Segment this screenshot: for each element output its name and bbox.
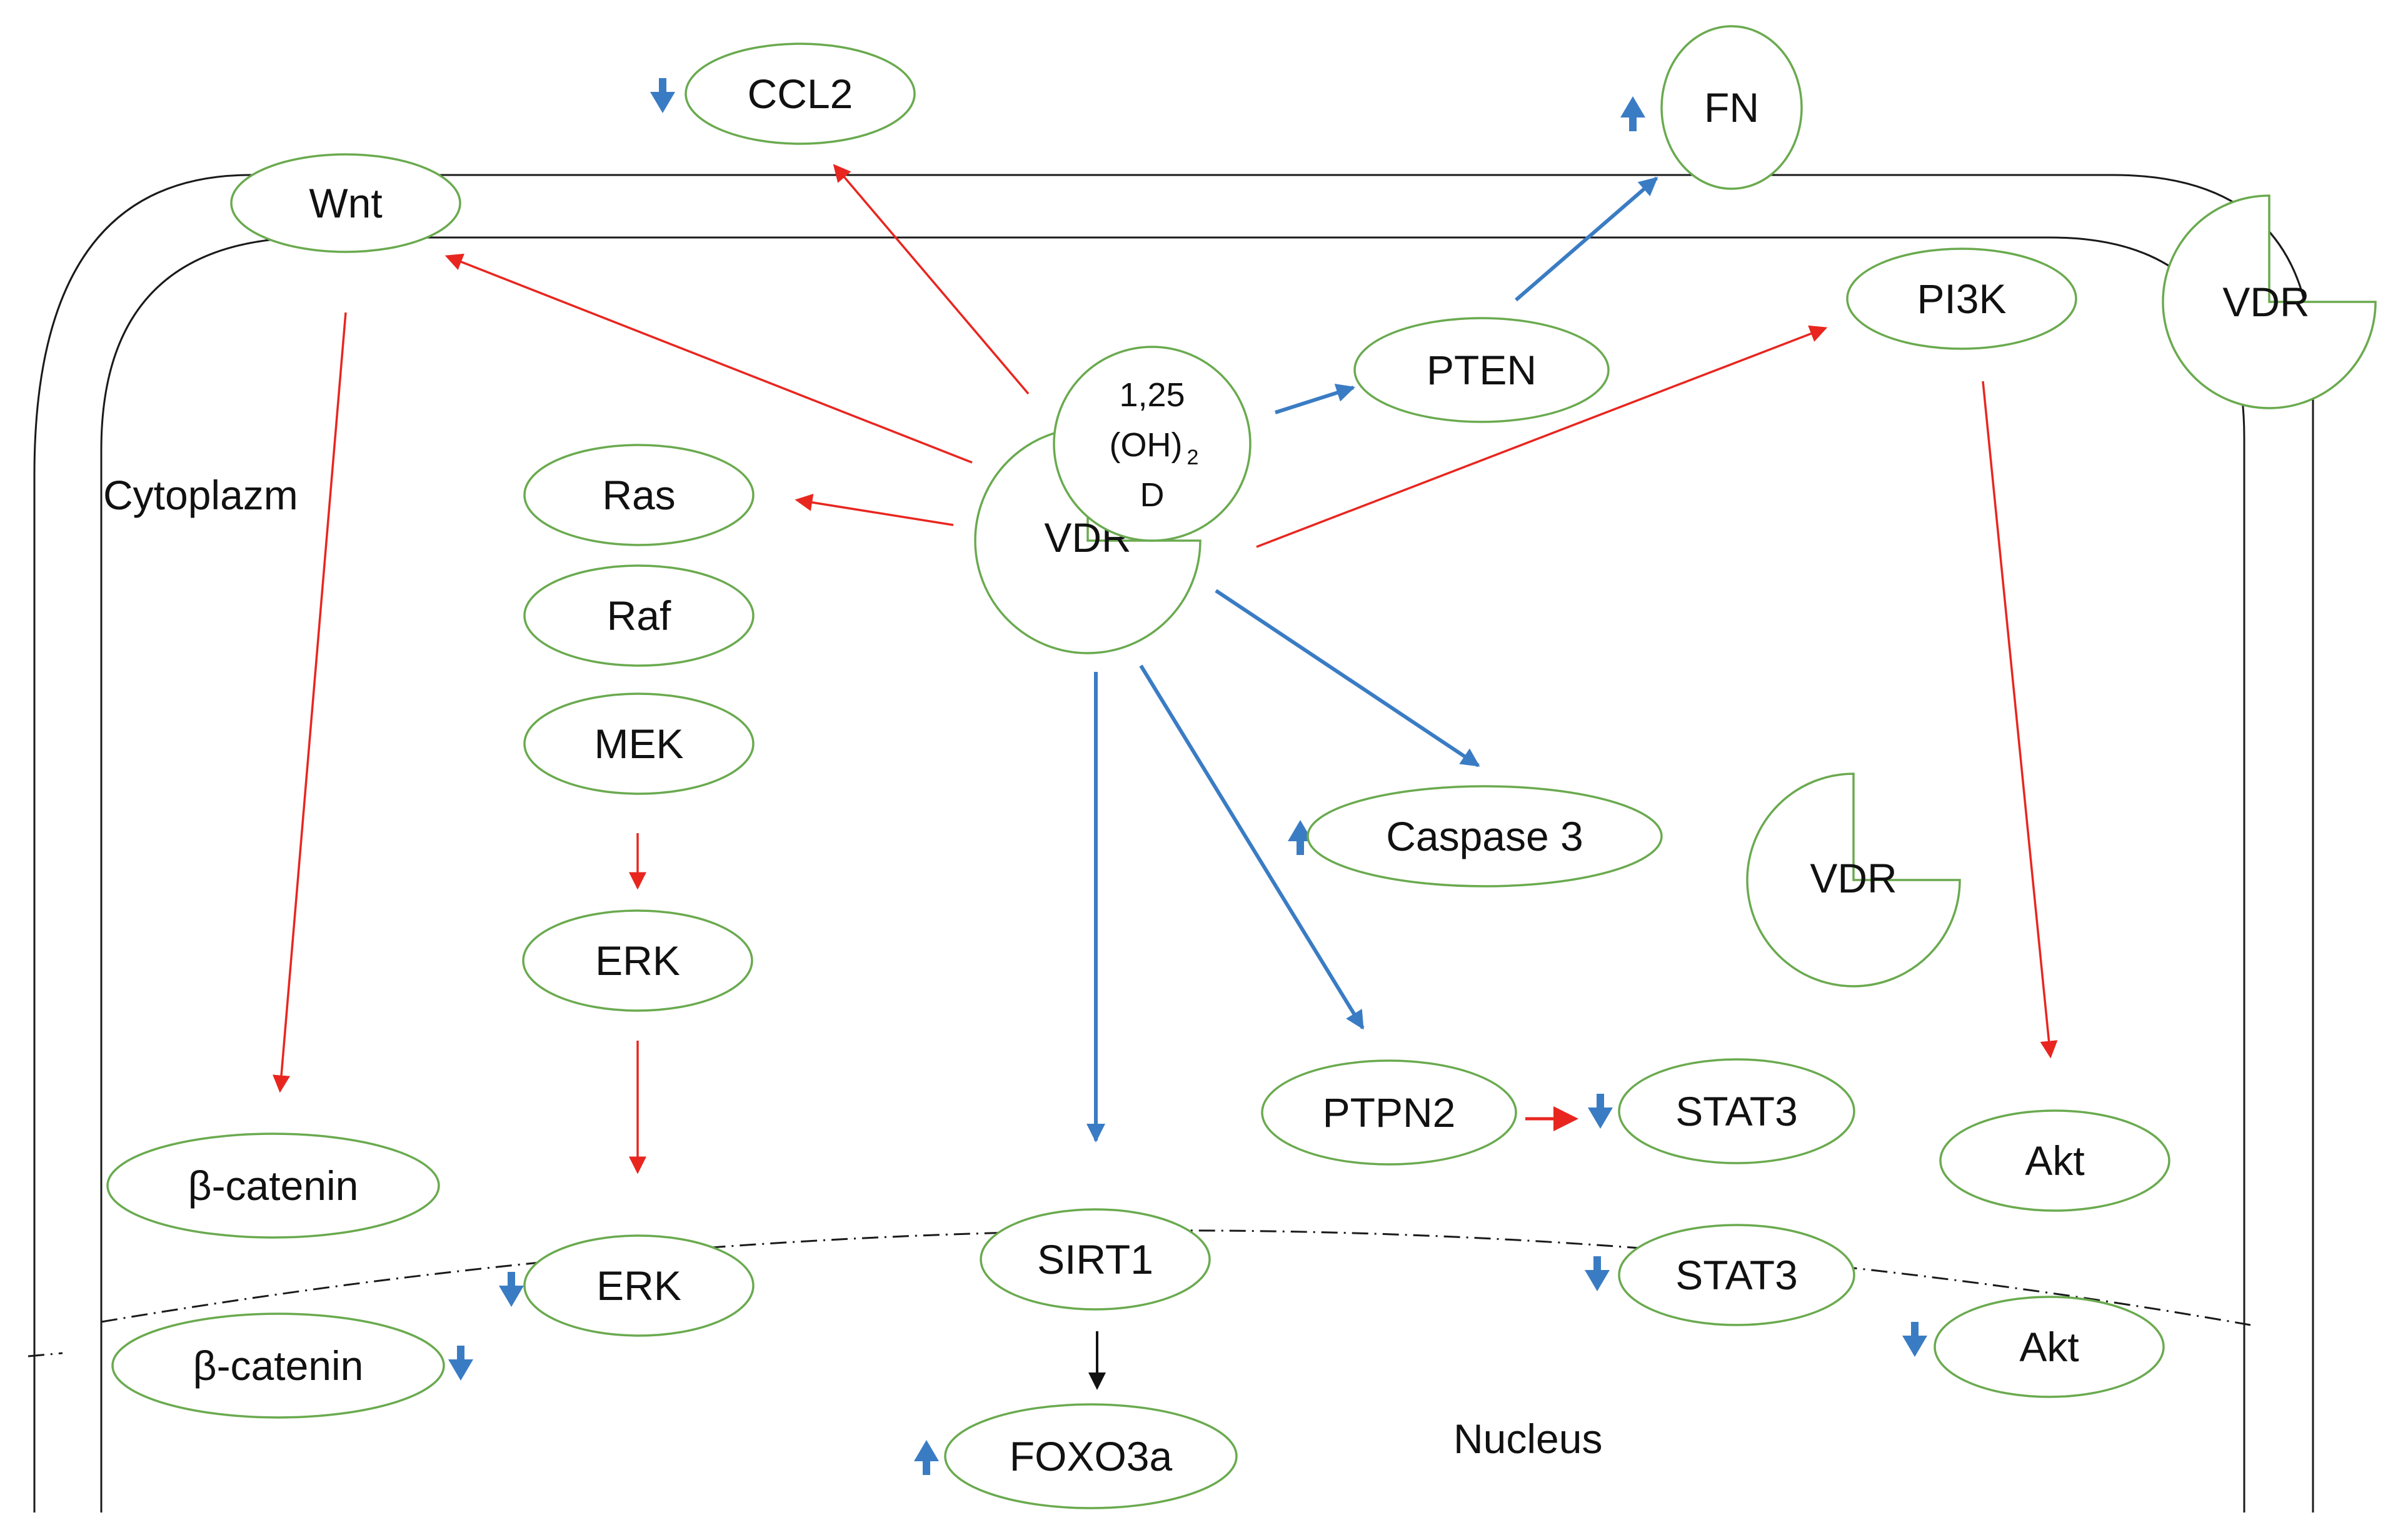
beta-catenin-nuc-down-indicator bbox=[448, 1346, 473, 1381]
node-akt-nucleus: Akt bbox=[1934, 1296, 2165, 1398]
arrow-pi3k-to-akt bbox=[1982, 381, 2058, 1059]
node-wnt: Wnt bbox=[230, 153, 461, 253]
node-ptpn2: PTPN2 bbox=[1261, 1059, 1517, 1166]
svg-text:FN: FN bbox=[1704, 84, 1759, 131]
svg-text:FOXO3a: FOXO3a bbox=[1010, 1433, 1173, 1479]
svg-text:PI3K: PI3K bbox=[1917, 276, 2006, 322]
nucleus-label: Nucleus bbox=[1453, 1416, 1602, 1462]
arrow-vdr-to-wnt bbox=[444, 253, 973, 464]
erk-nuc-down-indicator bbox=[499, 1272, 524, 1307]
node-erk-nucleus: ERK bbox=[523, 1234, 755, 1337]
svg-text:(OH): (OH) bbox=[1110, 426, 1183, 464]
svg-text:STAT3: STAT3 bbox=[1675, 1252, 1798, 1298]
node-ccl2: CCL2 bbox=[685, 42, 916, 145]
svg-text:VDR: VDR bbox=[2222, 279, 2309, 325]
svg-text:Akt: Akt bbox=[2019, 1324, 2079, 1370]
node-raf: Raf bbox=[523, 564, 755, 667]
stat3-nuc-down-indicator bbox=[1585, 1256, 1610, 1291]
node-vdr-membrane: VDR bbox=[2162, 194, 2377, 409]
node-foxo3a: FOXO3a bbox=[944, 1403, 1238, 1509]
arrow-pten-to-fn bbox=[1515, 176, 1658, 302]
stat3-cyto-down-indicator bbox=[1588, 1094, 1613, 1129]
fn-up-indicator bbox=[1620, 96, 1645, 131]
node-sirt1: SIRT1 bbox=[980, 1208, 1211, 1311]
node-vdr-right: VDR bbox=[1746, 772, 1961, 988]
svg-text:Wnt: Wnt bbox=[309, 180, 382, 226]
node-pi3k: PI3K bbox=[1846, 248, 2077, 350]
node-pten: PTEN bbox=[1353, 317, 1610, 423]
foxo3a-up-indicator bbox=[914, 1440, 939, 1475]
node-stat3-nucleus: STAT3 bbox=[1618, 1224, 1855, 1326]
svg-text:PTPN2: PTPN2 bbox=[1323, 1089, 1456, 1136]
node-ras: Ras bbox=[523, 444, 755, 546]
arrow-vdr-to-caspase3 bbox=[1215, 589, 1480, 768]
svg-text:Raf: Raf bbox=[607, 592, 671, 639]
svg-text:2: 2 bbox=[1187, 446, 1199, 469]
svg-text:Akt: Akt bbox=[2025, 1138, 2084, 1184]
node-caspase3: Caspase 3 bbox=[1307, 785, 1663, 888]
svg-text:SIRT1: SIRT1 bbox=[1037, 1236, 1153, 1282]
arrow-vdr-to-ccl2 bbox=[833, 164, 1030, 395]
node-akt-cytoplasm: Akt bbox=[1939, 1109, 2170, 1212]
cytoplasm-label: Cytoplazm bbox=[103, 472, 298, 518]
indicator-layer bbox=[448, 78, 1927, 1475]
node-mek: MEK bbox=[523, 692, 755, 795]
caspase3-up-indicator bbox=[1288, 820, 1313, 855]
node-erk-cytoplasm: ERK bbox=[522, 909, 753, 1012]
node-beta-catenin-cytoplasm: β-catenin bbox=[106, 1132, 440, 1239]
arrow-wnt-to-beta-catenin bbox=[273, 312, 347, 1093]
arrow-vdr-to-ras bbox=[795, 494, 954, 526]
node-fn: FN bbox=[1660, 25, 1803, 190]
svg-text:1,25: 1,25 bbox=[1119, 376, 1185, 414]
svg-text:VDR: VDR bbox=[1810, 855, 1897, 901]
svg-text:ERK: ERK bbox=[595, 938, 680, 984]
node-ligand-1-25-oh2-d: 1,25 (OH) 2 D bbox=[1053, 346, 1252, 542]
svg-text:Ras: Ras bbox=[602, 472, 675, 518]
svg-text:ERK: ERK bbox=[596, 1262, 681, 1309]
svg-text:D: D bbox=[1140, 476, 1165, 514]
arrow-layer bbox=[273, 164, 2058, 1390]
akt-nuc-down-indicator bbox=[1902, 1322, 1927, 1357]
arrow-vdr-to-pi3k bbox=[1256, 325, 1828, 548]
svg-text:STAT3: STAT3 bbox=[1675, 1088, 1798, 1134]
svg-text:PTEN: PTEN bbox=[1427, 347, 1537, 393]
svg-text:β-catenin: β-catenin bbox=[193, 1342, 364, 1389]
svg-text:MEK: MEK bbox=[594, 721, 683, 767]
arrow-vdr-to-ptpn2 bbox=[1139, 664, 1365, 1030]
svg-text:CCL2: CCL2 bbox=[748, 71, 853, 117]
nuclear-envelope-left-tick bbox=[28, 1352, 63, 1358]
node-stat3-cytoplasm: STAT3 bbox=[1618, 1058, 1855, 1164]
ccl2-down-indicator bbox=[650, 78, 675, 113]
arrow-vdr-to-pten bbox=[1275, 383, 1355, 414]
svg-text:Caspase 3: Caspase 3 bbox=[1386, 813, 1583, 859]
svg-text:β-catenin: β-catenin bbox=[188, 1162, 359, 1209]
node-vdr-center: VDR bbox=[974, 427, 1202, 654]
cell-membrane-outer bbox=[33, 174, 2314, 1512]
node-beta-catenin-nucleus: β-catenin bbox=[111, 1312, 445, 1419]
